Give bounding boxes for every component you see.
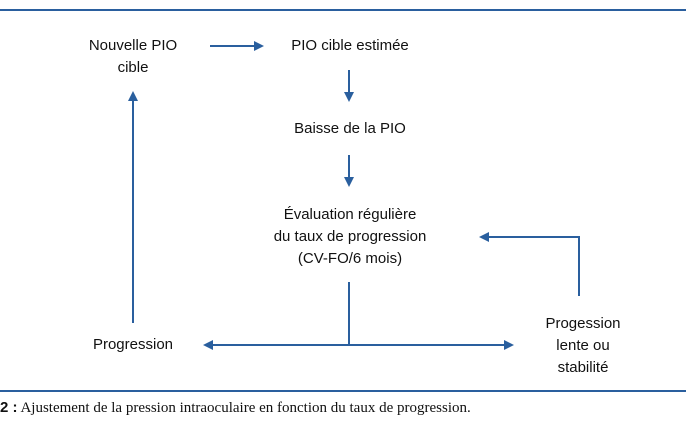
top-rule bbox=[0, 9, 686, 11]
node-progression-line-1: Progression bbox=[92, 336, 174, 353]
node-iop-lowering: Baisse de la PIO bbox=[265, 118, 435, 140]
node-evaluation-line-3: (CV-FO/6 mois) bbox=[297, 250, 403, 267]
node-slow-progression-line-2: lente ou bbox=[556, 337, 610, 354]
arrow-slow-to-evaluation bbox=[479, 232, 580, 296]
figure-caption-text: Ajustement de la pression intraoculaire … bbox=[17, 400, 471, 416]
node-evaluation-line-1: Évaluation régulière bbox=[283, 206, 417, 223]
node-estimated-target: PIO cible estimée bbox=[265, 35, 435, 57]
figure-caption: 2 : Ajustement de la pression intraocula… bbox=[0, 398, 686, 418]
node-new-target-line-2: cible bbox=[117, 59, 149, 76]
node-estimated-target-line-1: PIO cible estimée bbox=[291, 37, 409, 54]
node-slow-progression-line-3: stabilité bbox=[557, 359, 609, 376]
figure-number: 2 : bbox=[0, 399, 18, 416]
node-progression: Progression bbox=[68, 334, 198, 356]
node-new-target-line-1: Nouvelle PIO bbox=[88, 37, 178, 54]
node-evaluation-line-2: du taux de progression bbox=[273, 228, 427, 245]
node-slow-progression: Progession lente ou stabilité bbox=[518, 313, 648, 379]
node-slow-progression-line-1: Progession bbox=[545, 315, 621, 332]
node-new-target: Nouvelle PIO cible bbox=[58, 35, 208, 79]
node-iop-lowering-line-1: Baisse de la PIO bbox=[294, 120, 406, 137]
bottom-rule bbox=[0, 390, 686, 392]
node-evaluation: Évaluation régulière du taux de progress… bbox=[230, 204, 470, 270]
